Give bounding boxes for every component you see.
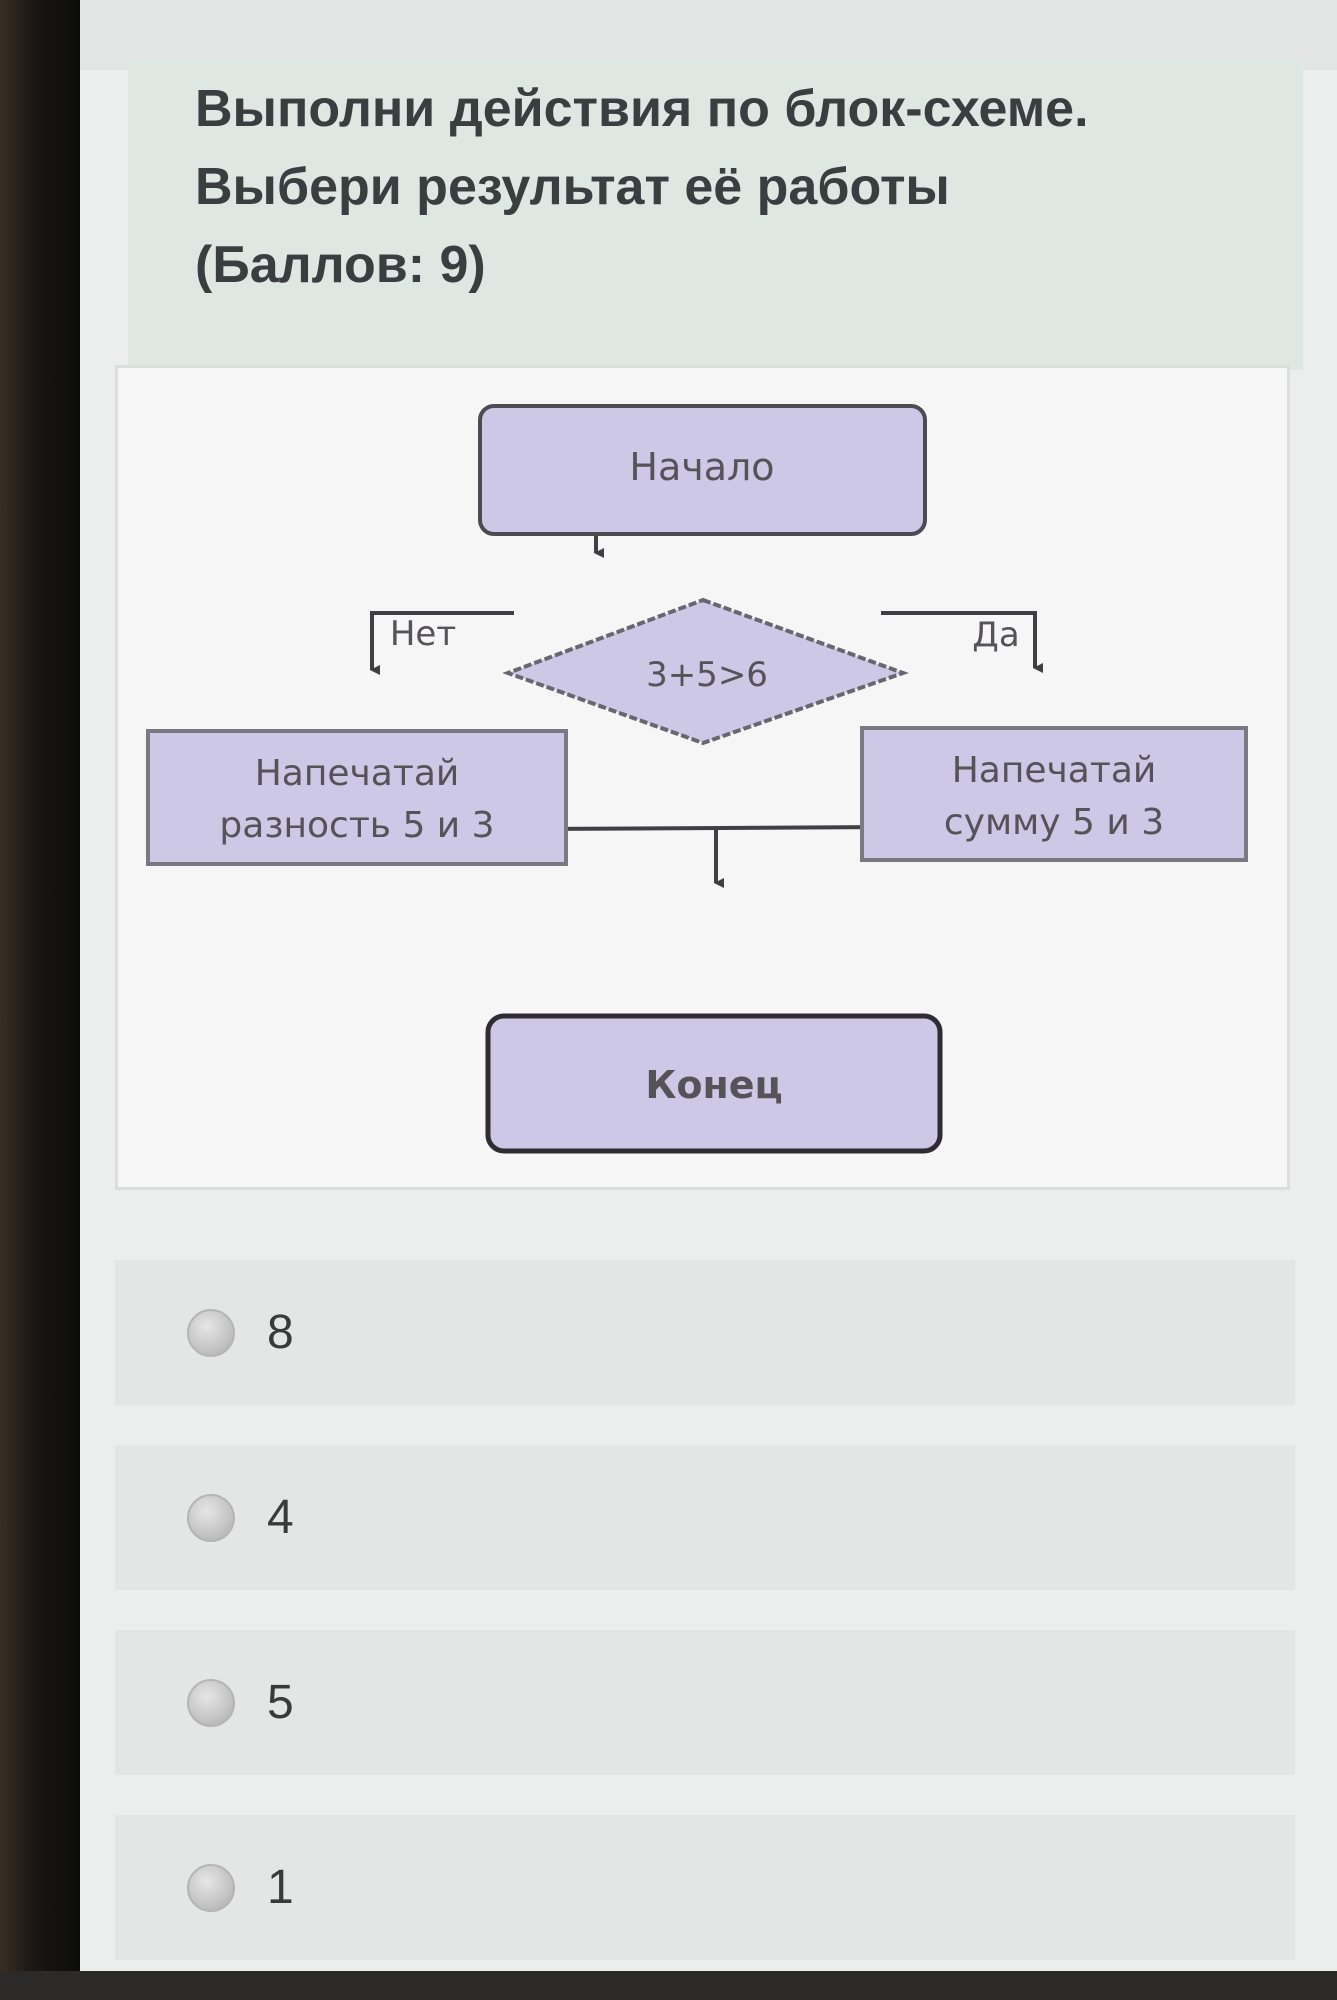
answer-option[interactable]: 4 — [115, 1445, 1295, 1590]
flow-condition-diamond — [502, 597, 909, 746]
flowchart-diagram: Начало 3+5>6 Нет Да Напечатай разность 5… — [146, 404, 1248, 1154]
radio-button-icon[interactable] — [187, 1678, 235, 1727]
answer-option[interactable]: 1 — [115, 1815, 1295, 1960]
phone-bezel — [0, 0, 80, 1971]
radio-button-icon[interactable] — [187, 1863, 235, 1912]
flow-yes-action-line-1: Напечатай — [952, 750, 1157, 791]
flow-start-block — [478, 404, 927, 536]
answer-option[interactable]: 8 — [115, 1260, 1295, 1405]
radio-button-icon[interactable] — [187, 1493, 235, 1542]
flow-no-action-line-1: Напечатай — [255, 753, 460, 794]
flow-no-action-line-2: разность 5 и 3 — [219, 805, 494, 846]
flow-condition-label: 3+5>6 — [646, 655, 768, 695]
question-title: Выполни действия по блок-схеме. Выбери р… — [195, 70, 1195, 304]
question-panel — [128, 60, 1303, 370]
question-line-2: Выбери результат её работы — [195, 158, 950, 216]
flow-yes-label: Да — [972, 615, 1019, 655]
flow-end-label: Конец — [645, 1063, 782, 1107]
answer-option-label: 8 — [267, 1306, 294, 1359]
flow-no-action-block — [146, 729, 568, 866]
answer-option-label: 4 — [267, 1491, 294, 1544]
answer-option-label: 1 — [267, 1861, 294, 1914]
connector-no-branch — [370, 611, 514, 675]
screen: Выполни действия по блок-схеме. Выбери р… — [80, 0, 1337, 1971]
answer-options: 8 4 5 1 — [115, 1260, 1295, 2000]
answer-option-label: 5 — [267, 1676, 294, 1729]
flow-end-block — [485, 1013, 943, 1154]
question-points: (Баллов: 9) — [195, 236, 486, 294]
connector-yes-branch — [881, 611, 1043, 673]
top-header-strip — [80, 0, 1337, 70]
flow-start-label: Начало — [629, 445, 774, 489]
radio-button-icon[interactable] — [187, 1308, 235, 1357]
flow-yes-action-block — [860, 726, 1248, 862]
answer-option[interactable]: 5 — [115, 1630, 1295, 1775]
flowchart-figure: Начало 3+5>6 Нет Да Напечатай разность 5… — [115, 365, 1290, 1190]
flow-yes-action-line-2: сумму 5 и 3 — [944, 802, 1164, 843]
question-line-1: Выполни действия по блок-схеме. — [195, 80, 1089, 138]
flow-no-label: Нет — [390, 614, 456, 654]
